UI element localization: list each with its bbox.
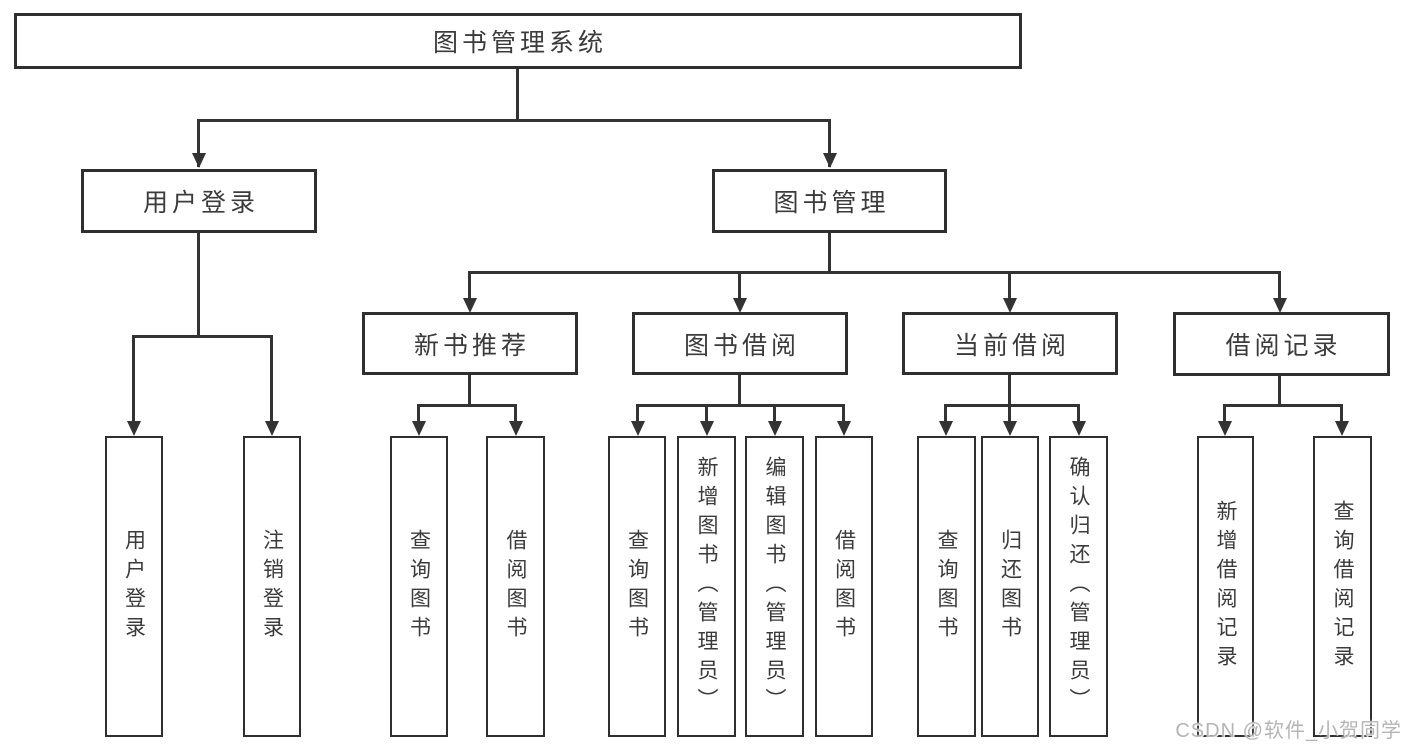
node-borrow-record-label: 借阅记录	[1225, 332, 1342, 360]
connector-line	[132, 335, 273, 338]
node-new-book-recommend: 新书推荐	[362, 312, 578, 375]
arrowhead	[192, 153, 206, 168]
node-user-login-label: 用户登录	[142, 189, 259, 217]
connector-line	[1223, 404, 1226, 424]
leaf-return-book: 归还图书	[981, 436, 1039, 737]
leaf-add-book-admin-label: 新增图书（管理员）	[695, 456, 718, 717]
leaf-return-book-label: 归还图书	[998, 528, 1022, 645]
connector-line	[1077, 404, 1080, 424]
leaf-borrow-query-book: 查询图书	[608, 436, 666, 737]
arrowhead	[1003, 298, 1017, 313]
connector-line	[705, 404, 708, 424]
node-book-borrow-label: 图书借阅	[683, 331, 800, 360]
connector-line	[773, 404, 776, 424]
leaf-add-borrow-record-label: 新增借阅记录	[1214, 499, 1237, 674]
node-root: 图书管理系统	[14, 13, 1022, 69]
node-book-borrow: 图书借阅	[632, 312, 848, 375]
connector-line	[1278, 374, 1281, 407]
leaf-confirm-return-admin: 确认归还（管理员）	[1049, 436, 1108, 737]
connector-line	[842, 404, 845, 424]
arrowhead	[412, 421, 426, 436]
connector-line	[468, 271, 471, 301]
arrowhead	[939, 421, 953, 436]
connector-line	[1340, 404, 1343, 424]
connector-line	[1008, 271, 1011, 301]
node-new-book-recommend-label: 新书推荐	[413, 331, 530, 360]
arrowhead	[837, 421, 851, 436]
connector-line	[468, 271, 1281, 274]
leaf-borrow-book: 借阅图书	[815, 436, 873, 737]
leaf-edit-book-admin: 编辑图书（管理员）	[745, 436, 804, 737]
node-current-borrow: 当前借阅	[902, 312, 1118, 375]
connector-line	[1008, 374, 1011, 407]
leaf-logout-label: 注销登录	[260, 528, 284, 645]
arrowhead	[127, 421, 141, 436]
arrowhead	[631, 421, 645, 436]
leaf-recommend-query-book-label: 查询图书	[407, 528, 431, 645]
connector-line	[828, 232, 831, 273]
leaf-query-borrow-record-label: 查询借阅记录	[1331, 499, 1354, 674]
leaf-recommend-query-book: 查询图书	[390, 436, 448, 737]
connector-line	[197, 232, 200, 337]
connector-line	[417, 404, 420, 424]
connector-line	[738, 374, 741, 407]
arrowhead	[823, 153, 837, 168]
node-book-management: 图书管理	[712, 169, 947, 233]
leaf-edit-book-admin-label: 编辑图书（管理员）	[763, 456, 786, 717]
node-current-borrow-label: 当前借阅	[953, 331, 1070, 360]
leaf-logout: 注销登录	[243, 436, 301, 737]
arrowhead	[463, 298, 477, 313]
leaf-current-query-book: 查询图书	[917, 436, 976, 737]
node-root-label: 图书管理系统	[432, 29, 607, 57]
leaf-query-borrow-record: 查询借阅记录	[1313, 436, 1372, 737]
node-borrow-record: 借阅记录	[1173, 312, 1390, 376]
connector-line	[132, 335, 135, 423]
arrowhead	[1003, 421, 1017, 436]
arrowhead	[1273, 298, 1287, 313]
watermark: CSDN @软件_小贺同学	[1175, 720, 1402, 742]
leaf-current-query-book-label: 查询图书	[935, 528, 958, 645]
leaf-add-borrow-record: 新增借阅记录	[1197, 436, 1254, 737]
leaf-add-book-admin: 新增图书（管理员）	[677, 436, 736, 737]
leaf-borrow-query-book-label: 查询图书	[625, 528, 649, 645]
arrowhead	[1335, 421, 1349, 436]
connector-line	[828, 119, 831, 167]
arrowhead	[1218, 421, 1232, 436]
leaf-recommend-borrow-book: 借阅图书	[486, 436, 545, 737]
leaf-recommend-borrow-book-label: 借阅图书	[504, 528, 527, 645]
connector-line	[944, 404, 947, 424]
connector-line	[636, 404, 845, 407]
connector-line	[514, 404, 517, 424]
connector-line	[738, 271, 741, 301]
arrowhead	[1072, 421, 1086, 436]
connector-line	[944, 404, 1080, 407]
arrowhead	[265, 421, 279, 436]
leaf-user-login-label: 用户登录	[122, 528, 146, 645]
connector-line	[468, 374, 471, 407]
leaf-user-login: 用户登录	[105, 436, 163, 737]
arrowhead	[509, 421, 523, 436]
leaf-borrow-book-label: 借阅图书	[832, 528, 856, 645]
connector-line	[516, 69, 519, 121]
connector-line	[636, 404, 639, 424]
connector-line	[197, 119, 831, 122]
arrowhead	[733, 298, 747, 313]
arrowhead	[768, 421, 782, 436]
node-user-login: 用户登录	[81, 169, 317, 233]
connector-line	[417, 404, 517, 407]
connector-line	[1008, 404, 1011, 424]
leaf-confirm-return-admin-label: 确认归还（管理员）	[1067, 456, 1090, 717]
connector-line	[1223, 404, 1343, 407]
connector-line	[197, 119, 200, 167]
arrowhead	[700, 421, 714, 436]
node-book-management-label: 图书管理	[773, 189, 890, 217]
connector-line	[270, 335, 273, 423]
connector-line	[1278, 271, 1281, 301]
